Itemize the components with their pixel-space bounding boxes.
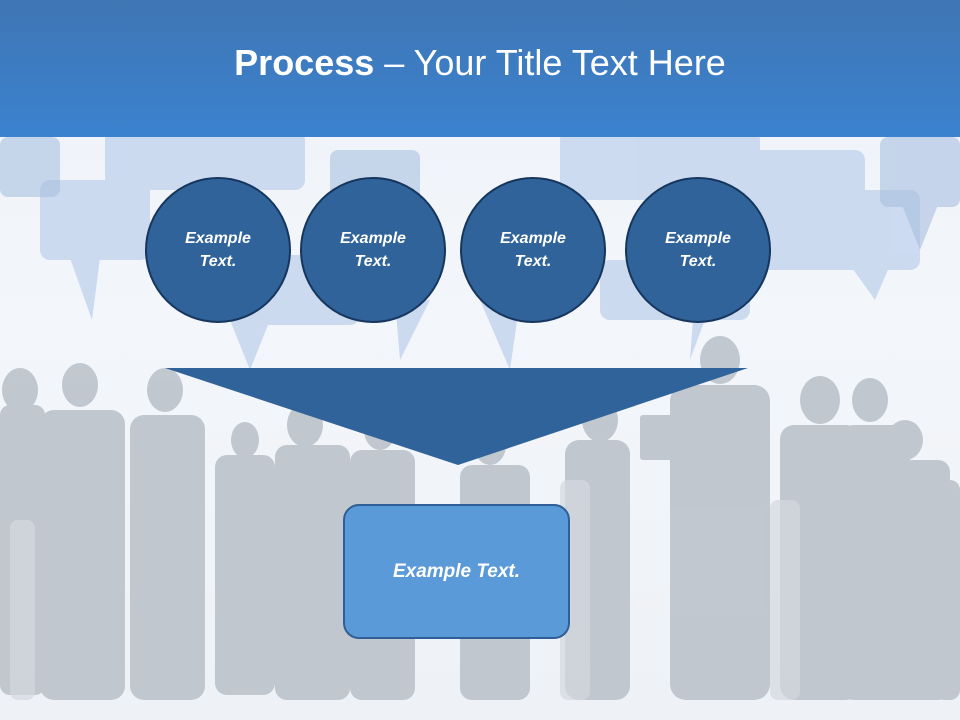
title-bar: Process – Your Title Text Here — [0, 0, 960, 137]
process-circle-4[interactable]: Example Text. — [625, 177, 771, 323]
result-box-text: Example Text. — [392, 560, 521, 582]
process-circle-3-text: Example Text. — [500, 230, 566, 270]
title-rest: – Your Title Text Here — [374, 41, 726, 83]
process-circle-2-text: Example Text. — [340, 230, 406, 270]
process-circle-1-text: Example Text. — [185, 230, 251, 270]
slide-title: Process – Your Title Text Here — [234, 42, 726, 84]
process-circle-4-text: Example Text. — [665, 230, 731, 270]
process-circle-1[interactable]: Example Text. — [145, 177, 291, 323]
process-circle-2[interactable]: Example Text. — [300, 177, 446, 323]
result-box[interactable]: Example Text. — [343, 504, 570, 639]
title-bold-word: Process — [234, 41, 375, 83]
process-circle-3[interactable]: Example Text. — [460, 177, 606, 323]
